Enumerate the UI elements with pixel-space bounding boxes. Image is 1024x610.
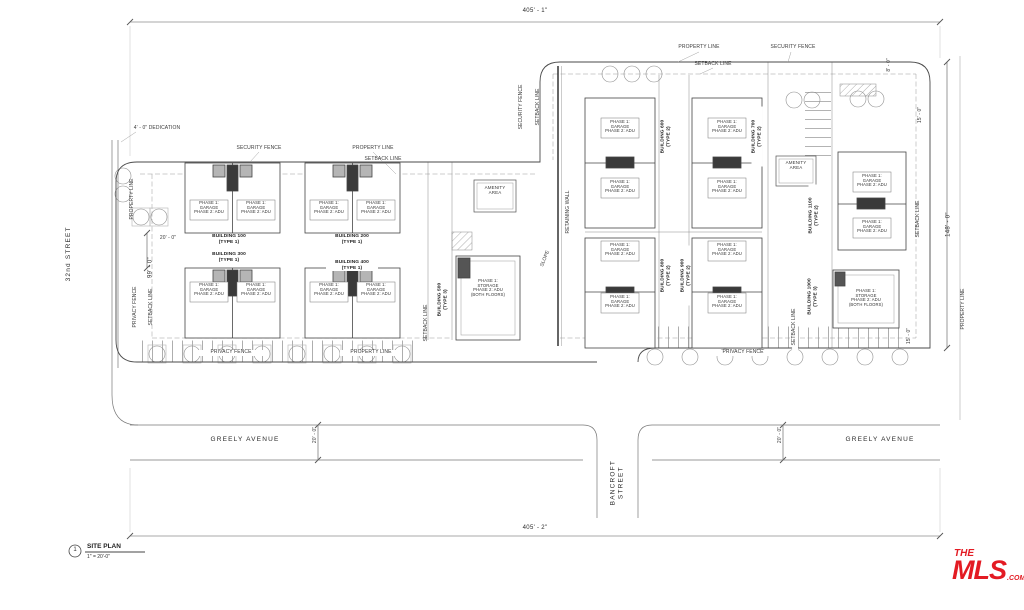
label-property-line-north: PROPERTY LINE <box>678 44 720 50</box>
unit-garage-label: PHASE 1: GARAGE PHASE 2: ADU <box>361 282 391 297</box>
street-32nd: 32nd STREET <box>65 226 73 282</box>
label-privacy-fence-west-side: PRIVACY FENCE <box>132 286 139 328</box>
label-property-line-west-bottom: PROPERTY LINE <box>340 349 402 356</box>
label-security-fence-north: SECURITY FENCE <box>770 44 816 50</box>
sheet-title: SITE PLAN <box>87 543 121 550</box>
unit-garage-label: PHASE 1: GARAGE PHASE 2: ADU <box>605 242 635 257</box>
label-retaining-wall: RETAINING WALL <box>565 190 572 234</box>
unit-garage-label: PHASE 1: GARAGE PHASE 2: ADU <box>241 200 271 215</box>
building-400-label: BUILDING 400 (TYPE 1) <box>326 260 378 272</box>
unit-storage-label: PHASE 1: STORAGE PHASE 2: ADU (BOTH FLOO… <box>470 278 506 298</box>
label-setback-line-east-side: SETBACK LINE <box>915 200 922 238</box>
label-security-fence-mid: SECURITY FENCE <box>518 84 525 130</box>
label-setback-line-north: SETBACK LINE <box>694 61 732 67</box>
dim-bottom-width: 405' - 2" <box>522 525 548 531</box>
unit-storage-label: PHASE 1: STORAGE PHASE 2: ADU (BOTH FLOO… <box>848 288 884 308</box>
building-200-label: BUILDING 200 (TYPE 1) <box>326 234 378 246</box>
unit-garage-label: PHASE 1: GARAGE PHASE 2: ADU <box>605 179 635 194</box>
label-setback-line-building500: SETBACK LINE <box>423 304 430 342</box>
leader-lines <box>120 51 792 175</box>
parking-stalls <box>142 92 908 362</box>
unit-garage-label: PHASE 1: GARAGE PHASE 2: ADU <box>857 219 887 234</box>
amenity-areas <box>473 155 817 213</box>
label-setback-line-mid: SETBACK LINE <box>535 88 542 126</box>
unit-garage-label: PHASE 1: GARAGE PHASE 2: ADU <box>712 242 742 257</box>
unit-garage-label: PHASE 1: GARAGE PHASE 2: ADU <box>605 119 635 134</box>
label-privacy-fence-east-bottom: PRIVACY FENCE <box>710 349 776 356</box>
unit-garage-label: PHASE 1: GARAGE PHASE 2: ADU <box>712 119 742 134</box>
mls-logo-mls: MLS <box>952 555 1007 585</box>
label-property-line-west-side: PROPERTY LINE <box>129 178 136 220</box>
unit-garage-label: PHASE 1: GARAGE PHASE 2: ADU <box>361 200 391 215</box>
unit-garage-label: PHASE 1: GARAGE PHASE 2: ADU <box>194 282 224 297</box>
building-500-label: BUILDING 500 (TYPE 3) <box>437 269 449 330</box>
streets <box>111 140 940 518</box>
detail-number: 1 <box>73 547 77 553</box>
unit-garage-label: PHASE 1: GARAGE PHASE 2: ADU <box>314 282 344 297</box>
unit-garage-label: PHASE 1: GARAGE PHASE 2: ADU <box>241 282 271 297</box>
building-800-label: BUILDING 800 (TYPE 2) <box>660 245 672 306</box>
building-100-label: BUILDING 100 (TYPE 1) <box>203 234 255 246</box>
building-1000-label: BUILDING 1000 (TYPE 3) <box>807 265 819 328</box>
unit-garage-label: PHASE 1: GARAGE PHASE 2: ADU <box>857 173 887 188</box>
dim-right-top: 15' - 0" <box>917 106 924 124</box>
street-bancroft: BANCROFT STREET <box>609 459 624 506</box>
dim-east-depth: 148' - 0" <box>945 212 952 237</box>
dim-dedication: 4' - 0" DEDICATION <box>133 125 181 131</box>
dim-street-half-right: 20' - 0" <box>777 426 784 444</box>
building-300-label: BUILDING 300 (TYPE 1) <box>203 252 255 264</box>
label-security-fence-west-top: SECURITY FENCE <box>236 145 282 151</box>
mls-logo-the: THE <box>954 548 974 559</box>
building-600-label: BUILDING 600 (TYPE 2) <box>660 106 672 167</box>
building-900-label: BUILDING 900 (TYPE 2) <box>680 245 692 306</box>
dim-north-east: 8' - 0" <box>886 58 893 72</box>
unit-garage-label: PHASE 1: GARAGE PHASE 2: ADU <box>605 294 635 309</box>
label-setback-line-west-side: SETBACK LINE <box>148 288 155 326</box>
buildings <box>184 97 907 349</box>
street-greely-left: GREELY AVENUE <box>210 436 280 443</box>
label-amenity-area-west: AMENITY AREA <box>484 185 506 196</box>
unit-garage-label: PHASE 1: GARAGE PHASE 2: ADU <box>314 200 344 215</box>
label-amenity-area-east: AMENITY AREA <box>785 160 807 171</box>
mls-logo: THE MLS .COM <box>952 548 1024 585</box>
dim-street-half-left: 20' - 0" <box>312 426 319 444</box>
hatched-areas <box>451 83 877 251</box>
label-setback-line-east-inner: SETBACK LINE <box>791 297 798 356</box>
street-greely-right: GREELY AVENUE <box>845 436 915 443</box>
dim-aisle-west: 20' - 0" <box>159 235 177 241</box>
sheet-scale: 1" = 20'-0" <box>87 554 110 560</box>
dim-right-bottom: 15' - 0" <box>906 327 913 345</box>
dim-top-width: 405' - 1" <box>522 8 548 14</box>
label-setback-line-west-top: SETBACK LINE <box>364 156 402 162</box>
unit-garage-label: PHASE 1: GARAGE PHASE 2: ADU <box>712 179 742 194</box>
label-property-line-west-top: PROPERTY LINE <box>352 145 394 151</box>
building-1100-label: BUILDING 1100 (TYPE 2) <box>808 184 820 247</box>
property-outline <box>115 56 961 420</box>
title-block <box>68 544 145 558</box>
unit-garage-label: PHASE 1: GARAGE PHASE 2: ADU <box>194 200 224 215</box>
retaining-wall <box>557 66 562 346</box>
label-privacy-fence-west-bottom: PRIVACY FENCE <box>198 349 264 356</box>
unit-garage-label: PHASE 1: GARAGE PHASE 2: ADU <box>712 294 742 309</box>
mls-logo-com: .COM <box>1007 574 1024 582</box>
building-700-label: BUILDING 700 (TYPE 2) <box>751 106 763 167</box>
label-property-line-east-side: PROPERTY LINE <box>960 288 967 330</box>
